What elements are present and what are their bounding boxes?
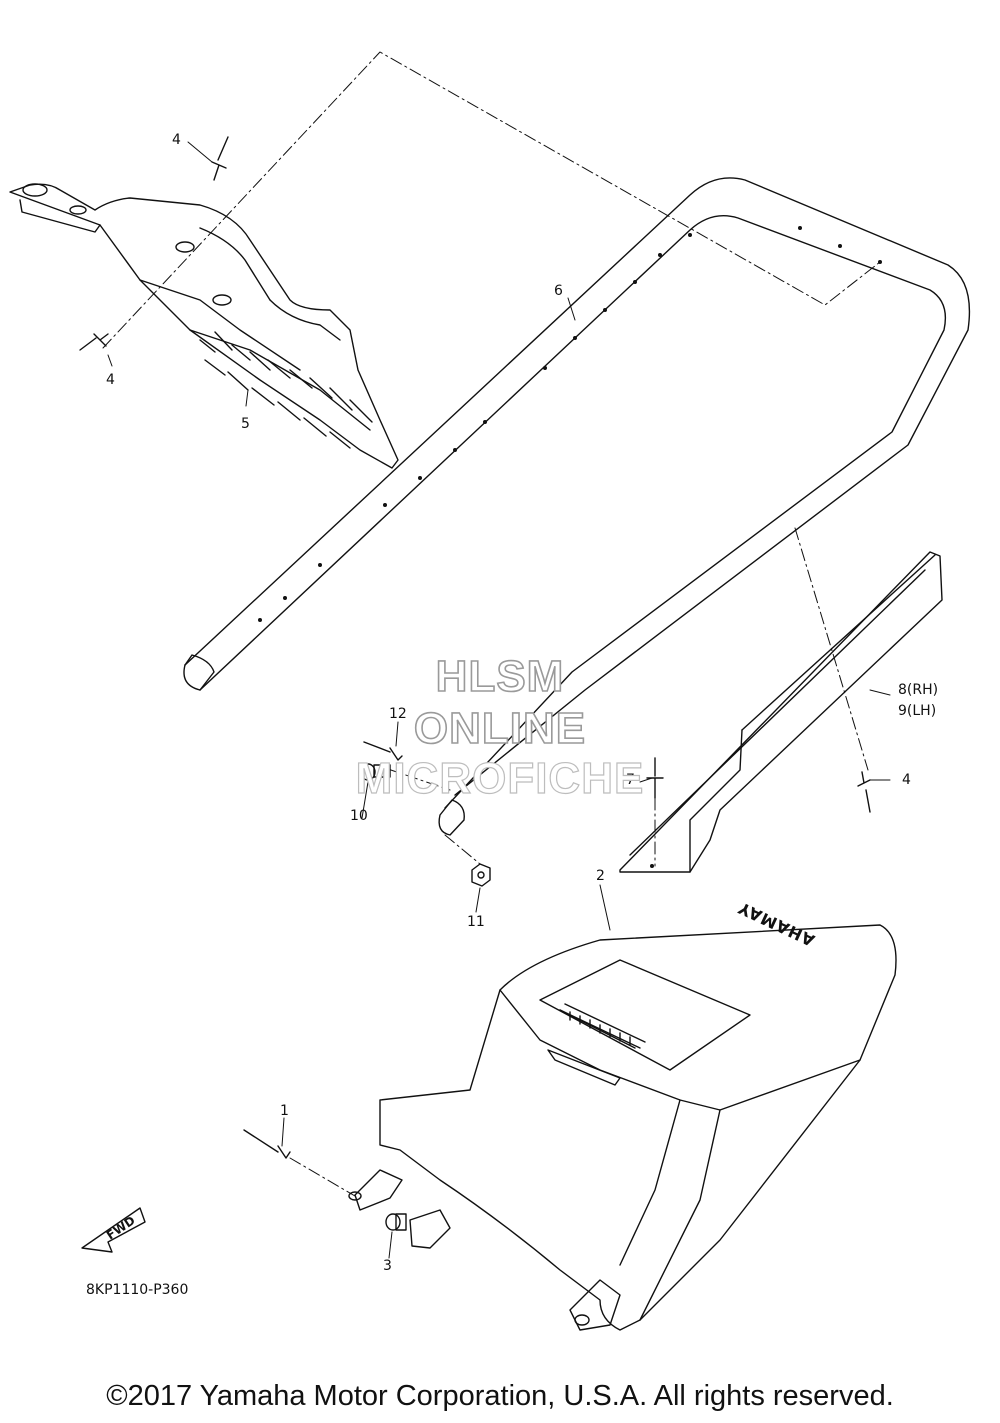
watermark-line-2: ONLINE <box>413 703 587 754</box>
callout-11: 11 <box>467 914 485 930</box>
callout-leaders <box>107 141 891 1259</box>
callout-3: 3 <box>383 1258 392 1274</box>
leader-lines <box>102 51 881 1197</box>
callout-4-left: 4 <box>106 372 115 388</box>
rear-frame-rail <box>183 177 971 836</box>
fwd-arrow <box>81 1207 146 1253</box>
callout-9-lh: 9(LH) <box>898 703 937 719</box>
callout-4-right: 4 <box>902 772 911 788</box>
diagram-code: 8KP1110-P360 <box>86 1282 189 1298</box>
callout-4-top: 4 <box>172 132 181 148</box>
callout-10: 10 <box>350 808 368 824</box>
rear-flap-guard <box>9 183 399 469</box>
seat-brand-mark: YAMAHA <box>735 898 819 951</box>
callout-8-rh: 8(RH) <box>898 682 939 698</box>
callout-2: 2 <box>596 868 605 884</box>
watermark-line-3: MICROFICHE <box>355 753 645 803</box>
callout-7: 7 <box>626 772 635 788</box>
copyright-notice: ©2017 Yamaha Motor Corporation, U.S.A. A… <box>106 1380 894 1412</box>
seat <box>348 924 897 1331</box>
callout-1: 1 <box>280 1103 289 1119</box>
watermark-line-1: HLSM <box>435 651 565 702</box>
fwd-label: FWD <box>104 1213 138 1242</box>
callout-12: 12 <box>389 706 407 722</box>
callout-5: 5 <box>241 416 250 432</box>
callout-6: 6 <box>554 283 563 299</box>
side-trim-panel <box>619 551 943 873</box>
